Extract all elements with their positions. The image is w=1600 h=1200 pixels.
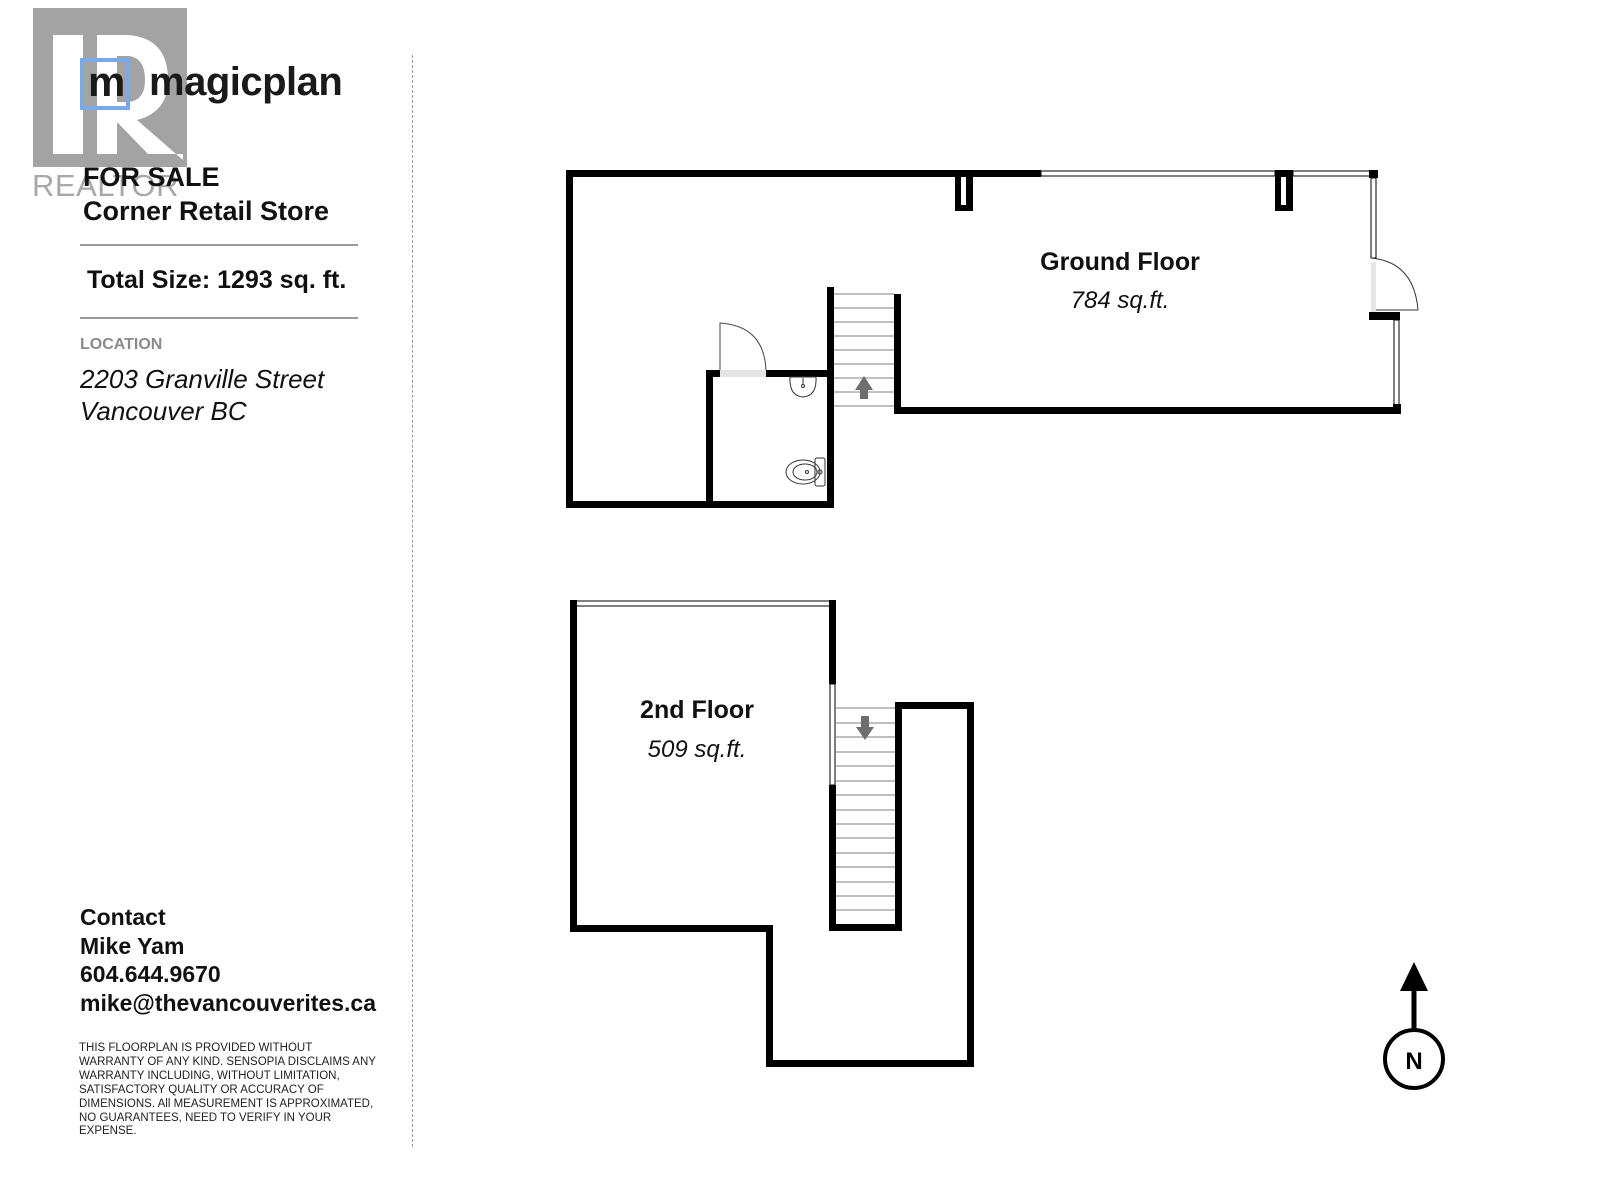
- second-floor-title: 2nd Floor: [640, 696, 754, 724]
- ground-floor-area: 784 sq.ft.: [1071, 287, 1170, 314]
- address-street: 2203 Granville Street: [80, 364, 325, 394]
- realtor-logo-icon: [33, 8, 187, 167]
- realtor-wordmark: REALTOR: [32, 168, 180, 203]
- divider-line: [80, 244, 358, 246]
- magicplan-wordmark: magicplan: [149, 60, 343, 104]
- listing-status: FOR SALE: [83, 162, 220, 192]
- ground-floor-plan: Ground Floor 784 sq.ft.: [566, 170, 1419, 508]
- realtor-r-icon: [53, 35, 183, 160]
- ground-floor-title: Ground Floor: [1040, 248, 1200, 276]
- stair-down-arrow-icon: [856, 716, 874, 740]
- location-label: LOCATION: [80, 336, 163, 353]
- stairs: [836, 707, 895, 911]
- compass-label: N: [1405, 1048, 1422, 1075]
- sink-icon: [789, 376, 817, 398]
- address-city: Vancouver BC: [80, 396, 247, 426]
- stair-up-arrow-icon: [855, 376, 873, 399]
- column-divider: [412, 55, 413, 1147]
- toilet-icon: [785, 457, 826, 487]
- contact-heading: Contact: [80, 904, 166, 930]
- magicplan-logo-mark: m: [88, 58, 125, 105]
- total-size: Total Size: 1293 sq. ft.: [87, 266, 347, 294]
- divider-line: [80, 317, 358, 319]
- contact-email[interactable]: mike@thevancouverites.ca: [80, 990, 377, 1016]
- listing-title: Corner Retail Store: [83, 196, 330, 226]
- second-floor-plan: 2nd Floor 509 sq.ft.: [570, 600, 974, 1067]
- magicplan-logo-icon: [80, 58, 130, 110]
- second-floor-area: 509 sq.ft.: [648, 736, 747, 763]
- disclaimer-text: THIS FLOORPLAN IS PROVIDED WITHOUT WARRA…: [79, 1042, 376, 1138]
- contact-phone[interactable]: 604.644.9670: [80, 961, 221, 987]
- north-arrow-icon: N: [1383, 962, 1445, 1090]
- contact-name: Mike Yam: [80, 933, 185, 959]
